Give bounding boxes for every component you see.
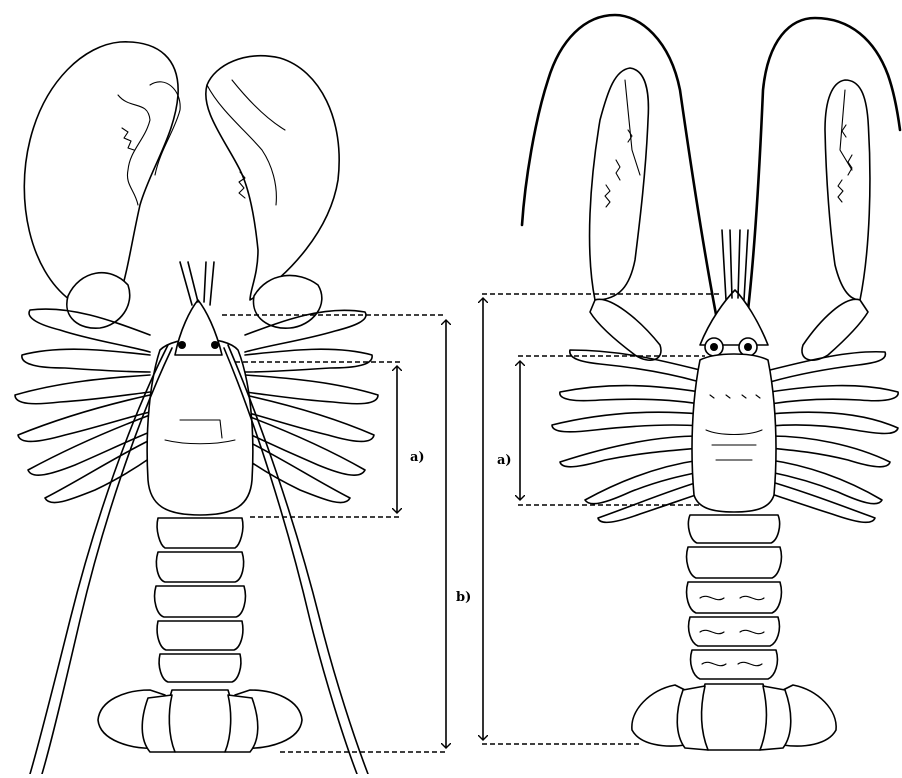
label-nephrops-carapace: a)	[497, 453, 512, 468]
nephrops-illustration	[522, 15, 900, 750]
nephrops-measure-lines	[482, 294, 720, 744]
lobster-illustration	[15, 42, 378, 774]
label-lobster-carapace: a)	[410, 450, 425, 465]
lobster-measure-lines	[222, 315, 446, 752]
label-lobster-total: b)	[456, 590, 471, 605]
